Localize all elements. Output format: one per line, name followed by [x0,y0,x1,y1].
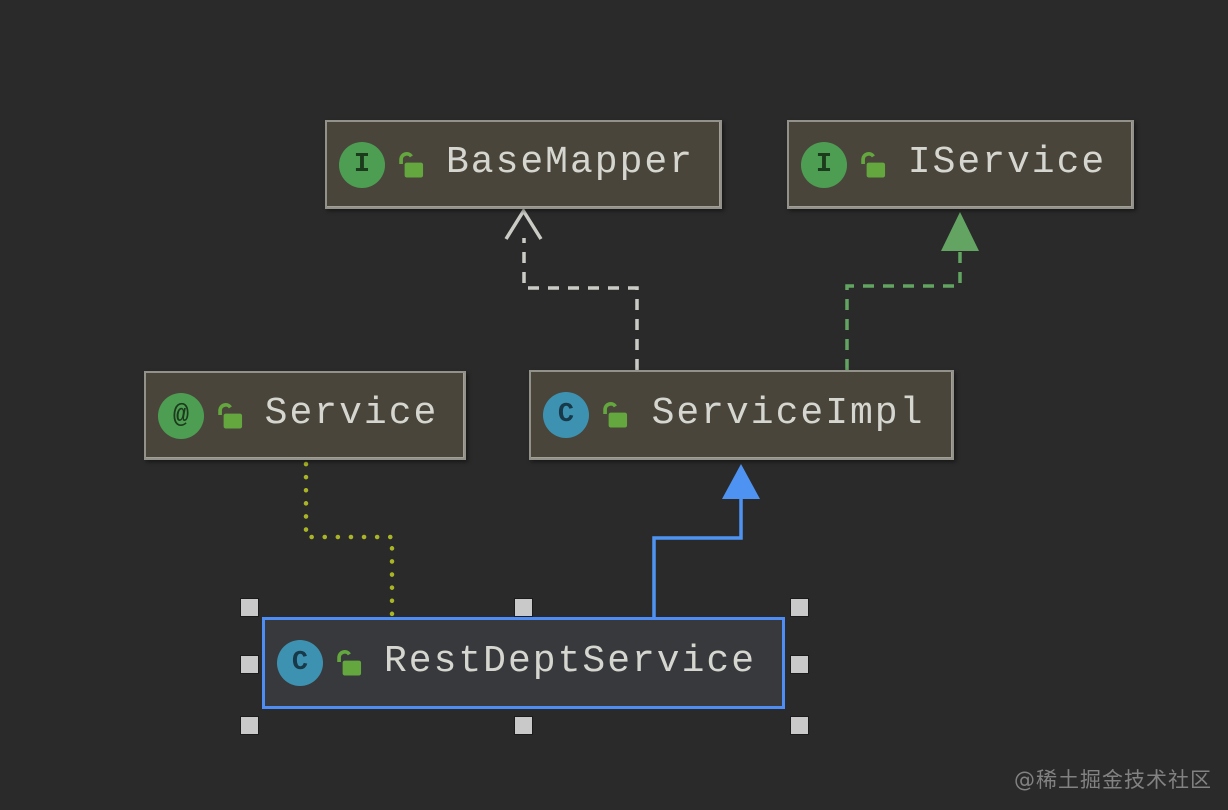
selection-handle-top-right[interactable] [791,599,808,616]
selection-handle-bottom-right[interactable] [791,717,808,734]
public-unlocked-icon [399,151,424,177]
interface-icon: I [801,141,847,188]
public-unlocked-icon [603,402,628,428]
node-serviceimpl[interactable]: C ServiceImpl [529,370,954,460]
selection-handle-top-left[interactable] [241,599,258,616]
public-unlocked-icon [218,402,243,428]
node-label: ServiceImpl [651,391,925,435]
edge-serviceimpl-basemapper[interactable] [522,238,639,370]
node-basemapper[interactable]: I BaseMapper [325,120,722,209]
class-icon: C [277,640,323,686]
annotation-icon: @ [158,392,204,439]
filled-arrowhead-serviceimpl [722,464,760,499]
selection-handle-mid-left[interactable] [241,656,258,673]
node-restdeptservice[interactable]: C RestDeptService [262,617,785,709]
interface-icon: I [339,141,385,188]
node-label: RestDeptService [383,639,757,683]
selection-handle-mid-right[interactable] [791,656,808,673]
public-unlocked-icon [861,151,886,177]
node-label: IService [907,141,1107,184]
selection-handle-bottom-left[interactable] [241,717,258,734]
selection-handle-top-center[interactable] [515,599,532,616]
node-service[interactable]: @ Service [144,371,466,460]
node-label: Service [264,392,439,435]
open-arrowhead-basemapper [504,207,543,240]
node-iservice[interactable]: I IService [787,120,1134,209]
edge-restdeptservice-serviceimpl[interactable] [652,497,743,619]
class-icon: C [543,392,589,438]
filled-arrowhead-iservice [941,212,979,251]
selection-handle-bottom-center[interactable] [515,717,532,734]
watermark: @稀土掘金技术社区 [1014,768,1212,792]
public-unlocked-icon [337,650,362,676]
edge-serviceimpl-iservice[interactable] [845,249,962,370]
edge-restdeptservice-service[interactable] [303,461,395,617]
node-label: BaseMapper [445,141,695,184]
